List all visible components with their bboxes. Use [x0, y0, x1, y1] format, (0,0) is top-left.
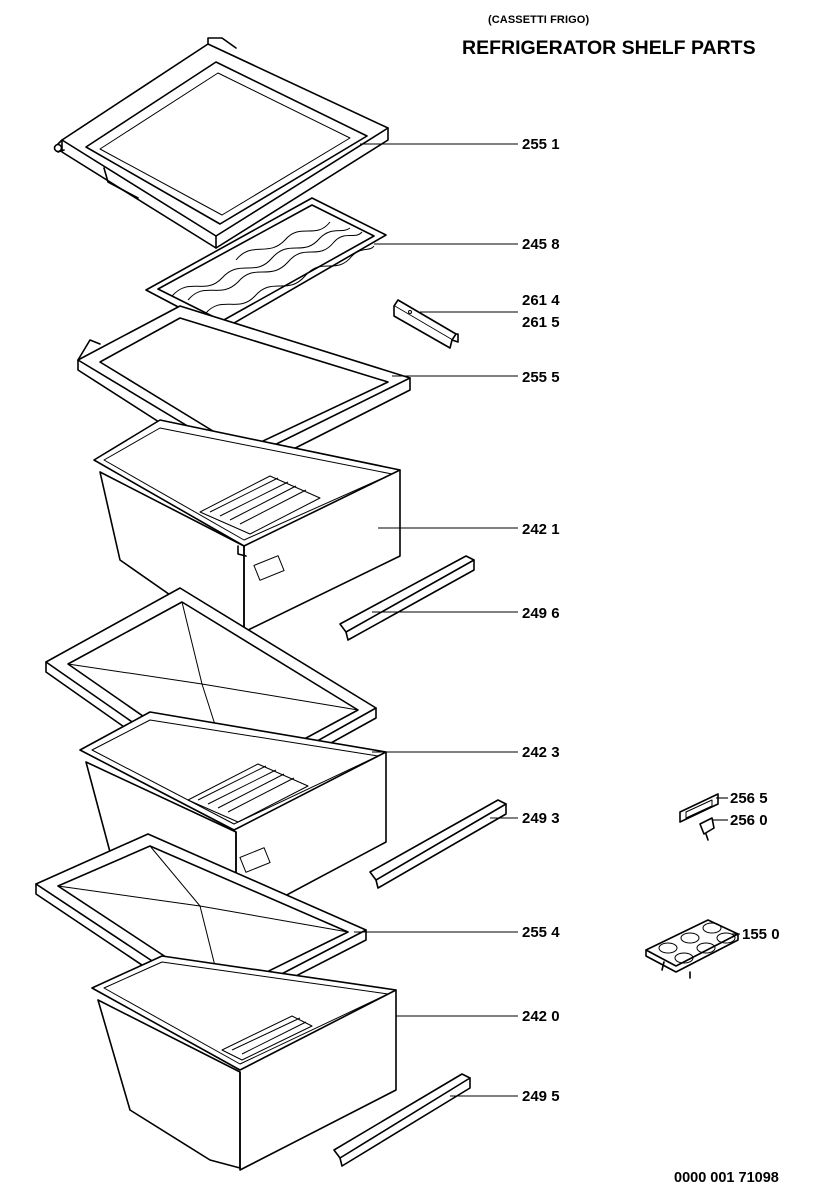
label-249-3: 249 3 — [522, 810, 560, 827]
label-245-8: 245 8 — [522, 236, 560, 253]
crisper-drawer-242-0 — [91, 955, 397, 1171]
label-255-1: 255 1 — [522, 136, 560, 153]
diagram-title: REFRIGERATOR SHELF PARTS — [462, 37, 756, 59]
label-256-0: 256 0 — [730, 812, 768, 829]
label-256-5: 256 5 — [730, 790, 768, 807]
label-242-3: 242 3 — [522, 744, 560, 761]
label-255-4: 255 4 — [522, 924, 560, 941]
diagram-subtitle: (CASSETTI FRIGO) — [488, 14, 590, 26]
mounting-clip-256-5 — [679, 793, 719, 841]
label-255-5: 255 5 — [522, 369, 560, 386]
trim-strip-249-6 — [339, 555, 475, 641]
leader-lines — [354, 143, 740, 1097]
label-261-4: 261 4 — [522, 292, 560, 309]
label-249-6: 249 6 — [522, 605, 560, 622]
label-242-0: 242 0 — [522, 1008, 560, 1025]
crisper-drawer-242-1 — [93, 419, 401, 633]
shelf-bracket-261-4 — [393, 299, 459, 349]
trim-strip-249-3 — [369, 799, 507, 889]
part-number-labels: 255 1 245 8 261 4 261 5 255 5 242 1 249 … — [522, 136, 780, 1105]
label-242-1: 242 1 — [522, 521, 560, 538]
label-261-5: 261 5 — [522, 314, 560, 331]
label-155-0: 155 0 — [742, 926, 780, 943]
trim-strip-249-5 — [333, 1073, 471, 1167]
egg-tray-155-0 — [645, 919, 739, 979]
document-number: 0000 001 71098 — [674, 1170, 779, 1186]
glass-shelf-255-1 — [53, 37, 389, 249]
label-249-5: 249 5 — [522, 1088, 560, 1105]
